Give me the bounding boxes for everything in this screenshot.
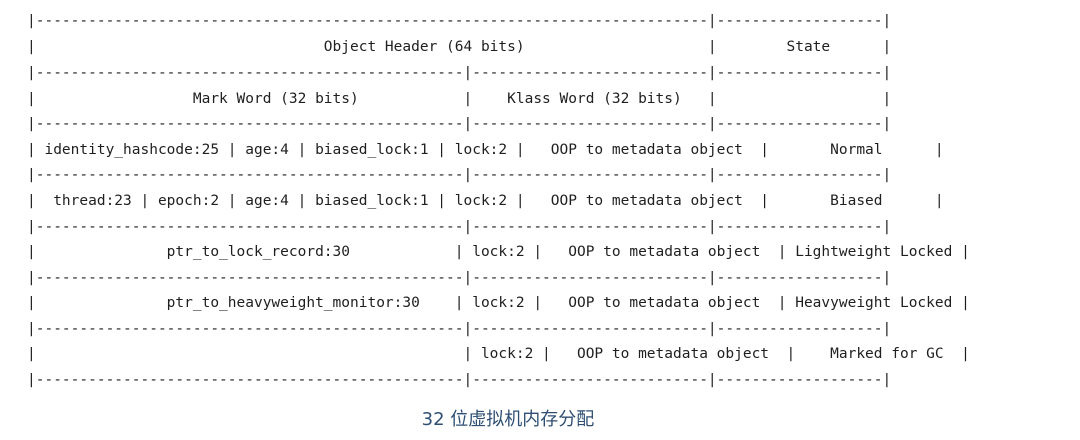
object-header-ascii-table: |---------------------------------------… — [27, 13, 970, 388]
table-border-line: |---------------------------------------… — [27, 321, 892, 337]
table-border-line: |---------------------------------------… — [27, 219, 892, 235]
table-border-line: |---------------------------------------… — [27, 116, 892, 132]
table-row-heavyweight-locked: | ptr_to_heavyweight_monitor:30 | lock:2… — [27, 295, 970, 311]
table-row-normal: | identity_hashcode:25 | age:4 | biased_… — [27, 142, 944, 158]
figure-caption: 32 位虚拟机内存分配 — [421, 409, 595, 430]
table-border-line: |---------------------------------------… — [27, 372, 892, 388]
table-row-lightweight-locked: | ptr_to_lock_record:30 | lock:2 | OOP t… — [27, 244, 970, 260]
table-border-line: |---------------------------------------… — [27, 65, 892, 81]
table-border-line: |---------------------------------------… — [27, 270, 892, 286]
table-border-line: |---------------------------------------… — [27, 167, 892, 183]
header-row: | Object Header (64 bits) | State | — [27, 39, 892, 55]
subheader-row: | Mark Word (32 bits) | Klass Word (32 b… — [27, 91, 892, 107]
table-row-biased: | thread:23 | epoch:2 | age:4 | biased_l… — [27, 193, 944, 209]
table-border-line: |---------------------------------------… — [27, 13, 892, 29]
table-row-marked-for-gc: | | lock:2 | OOP to metadata object | Ma… — [27, 346, 970, 362]
